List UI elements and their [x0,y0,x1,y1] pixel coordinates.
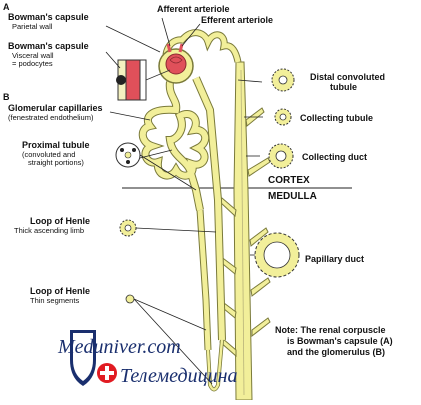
collecting-duct-label: Collecting duct [302,152,367,162]
glomerulus-loops [169,56,183,64]
afferent-label: Afferent arteriole [157,4,230,14]
inset-connector [145,69,171,81]
proximal-nucleus [126,160,130,164]
inset-podocyte-nucleus [116,75,126,85]
proximal-nucleus [120,148,124,152]
papillary-duct-label: Papillary duct [305,254,364,264]
collecting-tubule-label: Collecting tubule [300,113,373,123]
duct-branch [247,157,271,177]
thick-ascending-lumen [124,224,132,232]
leader-henle-thin-b [133,298,213,385]
proximal-convoluted-tubule [139,81,209,211]
henle-thick-sub: Thick ascending limb [14,226,84,235]
afferent-arteriole [166,43,172,53]
distal-label-2: tubule [330,82,357,92]
leader-bowmans-parietal [105,25,161,53]
bowmans-parietal-sub: Parietal wall [12,22,53,31]
proximal-nucleus [132,148,136,152]
duct-branch [251,317,271,338]
proximal-sub2: straight portions) [28,158,84,167]
nephron-tubule [138,29,242,392]
inset-parietal-wall [139,59,147,101]
leader-henle-thick [135,227,217,233]
cortex-label: CORTEX [268,175,310,186]
collecting-duct-system [217,61,271,401]
leader-henle-thin-a [133,298,207,331]
watermark-line-2: Телемедицина [120,365,238,387]
duct-branch [250,277,271,297]
leader-proximal-b [139,149,173,159]
descending-limb [197,209,211,351]
leader-glomerular [109,111,151,121]
glomerular-title: Glomerular capillaries [8,103,103,113]
watermark-line-1: Meduniver.com [57,336,181,358]
bowmans-visceral-sub1: Visceral wall [12,51,54,60]
renal-corpuscle [158,43,194,84]
panel-b-marker: B [3,92,10,102]
henle-thin-sub: Thin segments [30,296,79,305]
collecting-duct-lumen [275,150,287,162]
duct-branch [249,227,269,247]
distal-tubule-lumen [278,75,288,85]
panel-a-marker: A [3,2,10,12]
bowmans-parietal-title: Bowman's capsule [8,12,89,22]
leader-proximal-a [139,154,197,191]
note-line-3: and the glomerulus (B) [287,347,385,357]
collecting-duct-lumen [240,69,245,396]
logo-cross-horizontal [100,371,114,375]
loop-of-henle-thin [206,339,224,391]
proximal-sub1: (convoluted and [22,150,75,159]
bowmans-capsule-inset [116,59,171,101]
proximal-tubule-lumen [124,151,132,159]
duct-branch [219,197,237,218]
leader-lines [105,17,263,385]
meduniver-logo [70,330,117,386]
leader-bowmans-visceral [105,51,121,69]
leader-efferent [181,23,201,47]
efferent-arteriole [178,43,184,53]
thin-segment-section [125,294,135,304]
thick-ascending-limb [193,76,225,341]
distal-convoluted-tubule [163,30,241,72]
glomerular-sub: (fenestrated endothelium) [8,113,94,122]
collecting-duct-tube [233,61,253,401]
proximal-title: Proximal tubule [22,140,90,150]
leader-distal [237,79,263,83]
bowmans-visceral-title: Bowman's capsule [8,41,89,51]
henle-thick-title: Loop of Henle [30,216,90,226]
leader-afferent [161,17,171,47]
collecting-tubule-lumen [279,113,287,121]
medulla-label: MEDULLA [268,191,317,202]
papillary-duct-lumen [263,241,291,269]
logo-shield-inner [73,333,93,381]
bowmans-visceral-sub2: = podocytes [12,59,53,68]
henle-thin-title: Loop of Henle [30,286,90,296]
distal-label-1: Distal convoluted [310,72,385,82]
note-line-1: Note: The renal corpuscle [275,325,386,335]
note-line-2: is Bowman's capsule (A) [287,336,393,346]
efferent-label: Efferent arteriole [201,15,273,25]
